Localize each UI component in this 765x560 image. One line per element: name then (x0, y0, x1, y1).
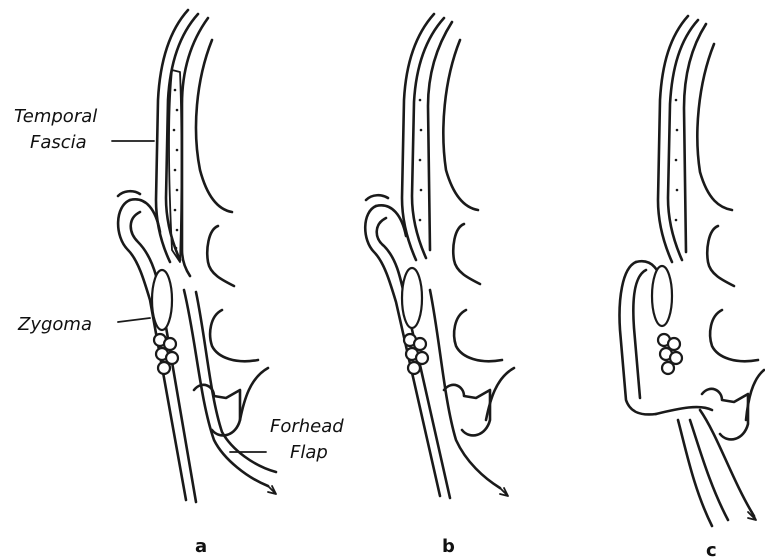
panel-b-zygoma-cells (404, 334, 428, 374)
panel-a-caption: a (195, 536, 207, 557)
panel-b-fat-dots (419, 99, 423, 222)
panel-a-fascia-inner (182, 18, 208, 276)
panel-a-arrow-icon (268, 486, 276, 494)
panel-b-zygoma (402, 268, 422, 328)
zygoma-label: Zygoma (17, 314, 92, 335)
panel-c-caption: c (706, 540, 717, 560)
panel-a-zygoma (152, 270, 172, 330)
forehead-flap-label-line2: Flap (290, 442, 328, 463)
panel-a-fat-dots (173, 89, 179, 250)
temporal-fascia-label-line2: Fascia (30, 132, 87, 153)
panel-c-fascia-inner (684, 24, 706, 252)
panel-a-forehead-flap-2 (196, 292, 276, 472)
panel-c-zygoma (652, 266, 672, 326)
panel-a: a (112, 10, 276, 557)
panel-c: c (620, 16, 764, 560)
panel-b: b (365, 14, 514, 557)
panel-a-flap-cap (118, 191, 140, 196)
panel-b-orbit-lower (454, 310, 502, 361)
temporal-fascia-label-line1: Temporal (14, 106, 97, 127)
panel-b-fascia-inner (428, 22, 452, 250)
panel-a-fat-pad (169, 70, 182, 262)
panel-a-orbit-lower (210, 310, 258, 361)
panel-c-zygoma-cells (658, 334, 682, 374)
panel-c-flap-inner (633, 270, 646, 398)
panel-b-orbit-upper (453, 224, 480, 284)
forehead-flap-label-line1: Forhead (270, 416, 344, 437)
panel-c-forehead-flap (700, 410, 754, 516)
panel-b-maxilla (444, 385, 490, 436)
panel-a-zygoma-cells (154, 334, 178, 374)
panel-c-orbit-upper (707, 226, 734, 286)
panel-a-flap-outer (118, 200, 186, 500)
panel-b-arrow-icon (500, 488, 508, 496)
panel-c-flap-outer (620, 262, 656, 414)
panel-c-fascia-middle (668, 20, 698, 260)
panel-b-caption: b (442, 536, 455, 557)
panel-c-orbit-lower (710, 310, 758, 361)
panel-b-flap-cap (366, 195, 388, 200)
panel-c-maxilla (702, 389, 748, 440)
panel-a-nose-line (240, 368, 268, 420)
panel-c-arrow-icon (748, 512, 756, 520)
panel-a-orbit-upper (207, 226, 234, 286)
zygoma-leader (118, 318, 150, 322)
panel-c-temporal-bone (697, 44, 732, 210)
panel-c-fat-dots (675, 99, 679, 222)
panel-c-flap-join (656, 407, 712, 414)
panel-a-temporal-bone (196, 40, 232, 212)
panel-b-temporal-bone (443, 40, 478, 210)
